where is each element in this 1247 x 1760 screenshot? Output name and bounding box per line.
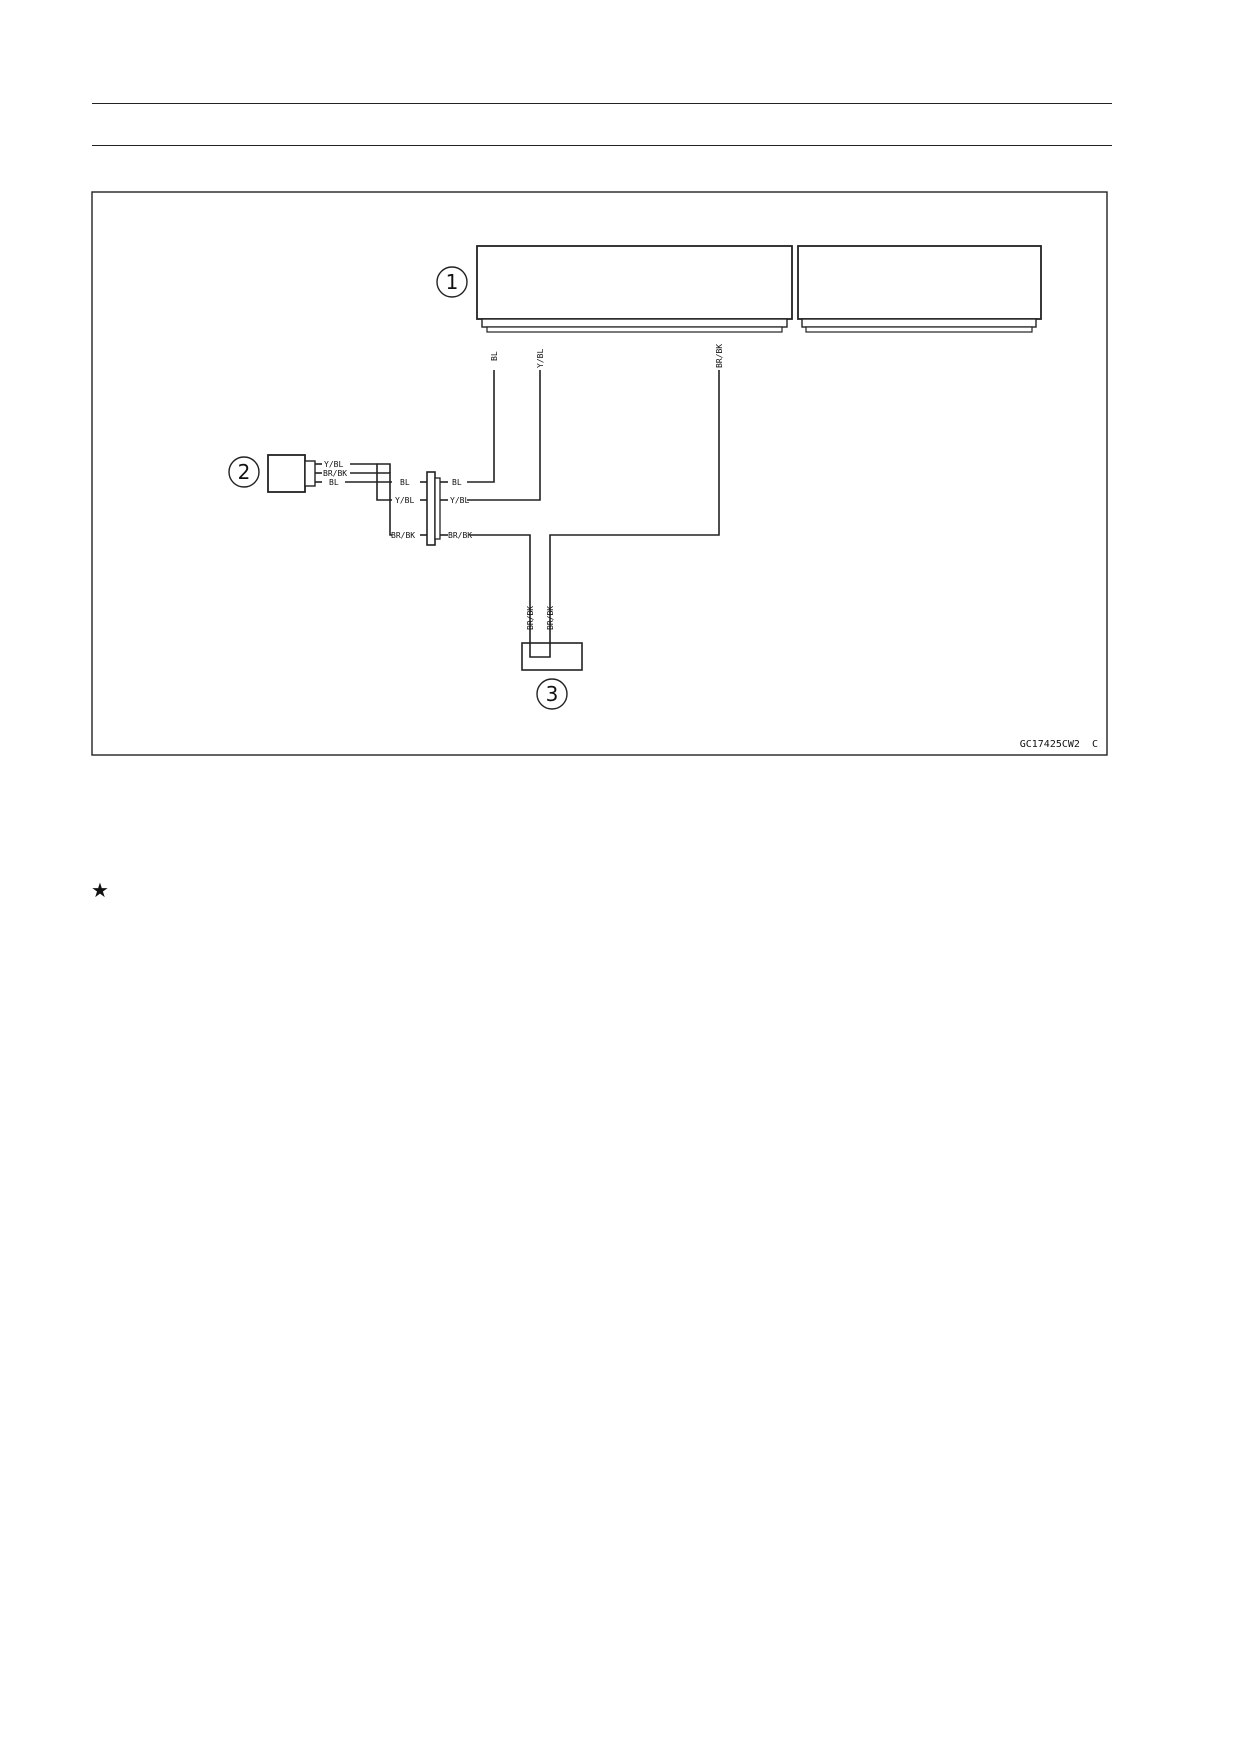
header-rule-top — [92, 103, 1112, 104]
wire-ybl-meter — [467, 370, 541, 501]
meter-unit — [476, 245, 1042, 333]
wire-ground-loop — [529, 612, 551, 658]
wire-sensor-brbk — [350, 472, 392, 536]
wire-label-meter-brbk: BR/BK — [715, 344, 724, 368]
wire-bl-meter — [467, 370, 495, 483]
wire-label-meter-bl: BL — [490, 351, 499, 361]
wire-label-sensor-bl: BL — [329, 478, 339, 487]
header-rule-bottom — [92, 145, 1112, 146]
wire-label-ground-brbk-right: BR/BK — [546, 606, 555, 630]
meter-unit-left-body — [476, 245, 793, 320]
joint-connector-outer — [426, 471, 436, 546]
joint-connector-inner — [434, 477, 441, 540]
wire-label-joint-left-bl: BL — [400, 478, 410, 487]
wires — [315, 370, 720, 658]
wire-label-joint-left-ybl: Y/BL — [395, 496, 414, 505]
star-marker-icon: ★ — [91, 878, 109, 902]
callout-2-circle — [228, 456, 260, 488]
meter-unit-right-base — [801, 318, 1037, 328]
sensor-connector — [304, 460, 316, 487]
figure-code: GC17425CW2 C — [1020, 739, 1098, 750]
meter-unit-left-base-strip — [486, 326, 783, 333]
callout-3-label: 3 — [546, 682, 559, 706]
callout-1-circle — [436, 266, 468, 298]
meter-unit-right-body — [797, 245, 1042, 320]
callout-3-circle — [536, 678, 568, 710]
wire-label-joint-right-bl: BL — [452, 478, 462, 487]
callout-2-label: 2 — [238, 460, 251, 484]
callout-1-label: 1 — [446, 270, 459, 294]
wire-label-joint-right-brbk: BR/BK — [448, 531, 472, 540]
wire-label-sensor-ybl: Y/BL — [324, 460, 343, 469]
wire-label-meter-ybl: Y/BL — [536, 349, 545, 368]
wire-label-sensor-brbk: BR/BK — [323, 469, 347, 478]
wire-label-joint-left-brbk: BR/BK — [391, 531, 415, 540]
wire-label-ground-brbk-left: BR/BK — [526, 606, 535, 630]
diagram-frame — [91, 191, 1108, 756]
ground-box — [521, 642, 583, 671]
wire-brbk-meter — [549, 370, 720, 612]
meter-unit-right-base-strip — [805, 326, 1033, 333]
meter-unit-left-base — [481, 318, 788, 328]
sensor-body — [267, 454, 306, 493]
wire-brbk-joint — [470, 534, 531, 612]
wire-label-joint-right-ybl: Y/BL — [450, 496, 469, 505]
